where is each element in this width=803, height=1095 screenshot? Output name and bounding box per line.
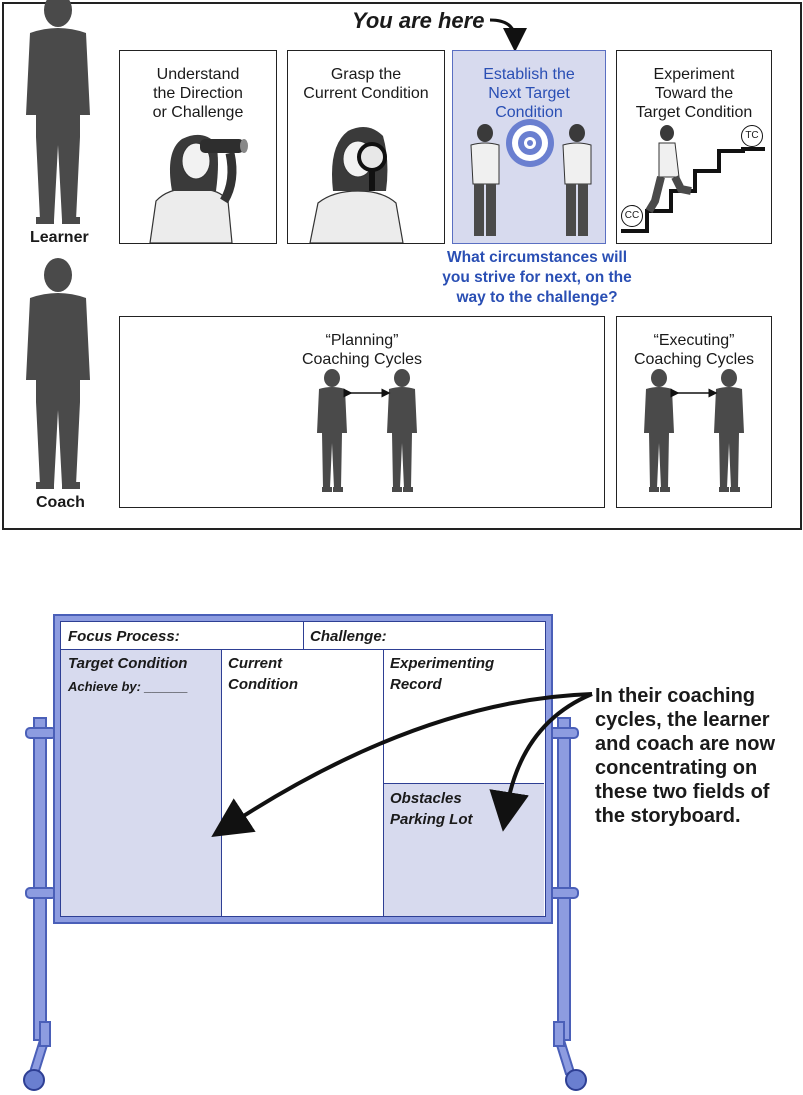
step-experiment-toward-target: Experiment Toward the Target Condition T…: [616, 50, 772, 244]
caster-wheels: [23, 1069, 587, 1091]
target-condition-label: Target Condition: [68, 655, 188, 672]
coach-label: Coach: [36, 494, 85, 511]
target-question: What circumstances will you strive for n…: [442, 249, 632, 306]
storyboard: Focus Process: Challenge: Target Conditi…: [60, 621, 546, 917]
planning-pair-icon: [317, 369, 417, 492]
challenge-field: Challenge:: [304, 622, 544, 650]
staircase-icon: [621, 125, 765, 233]
arrow-to-target-condition: [211, 692, 593, 837]
target-icon: [506, 119, 554, 167]
binoculars-person-icon: [149, 134, 248, 243]
person-left-icon: [470, 124, 500, 236]
process-frame: [2, 2, 802, 530]
experimenting-record-label: Experimenting Record: [390, 655, 495, 693]
climbing-person-icon: [645, 125, 692, 214]
current-condition-label: Current Condition: [228, 655, 298, 693]
challenge-label: Challenge:: [310, 628, 387, 645]
step-label: Grasp the Current Condition: [303, 66, 429, 102]
focus-process-label: Focus Process:: [68, 628, 180, 645]
you-are-here-label: You are here: [352, 8, 485, 33]
current-condition-field: Current Condition: [222, 650, 384, 916]
executing-pair-icon: [644, 369, 744, 492]
you-are-here-arrow: [489, 18, 527, 52]
coaching-focus-note: In their coaching cycles, the learner an…: [595, 685, 776, 827]
executing-cycles-box: “Executing” Coaching Cycles: [616, 316, 772, 508]
executing-label: “Executing” Coaching Cycles: [633, 332, 755, 368]
step-label: Establish the Next Target Condition: [483, 66, 575, 121]
obstacles-label: Obstacles Parking Lot: [390, 790, 473, 828]
target-scene-icon: [470, 119, 592, 236]
arrow-to-obstacles: [489, 692, 593, 832]
step-establish-next-target: Establish the Next Target Condition: [452, 50, 606, 244]
step-grasp-current-condition: Grasp the Current Condition: [287, 50, 445, 244]
experimenting-record-field: Experimenting Record: [384, 650, 544, 784]
planning-cycles-box: “Planning” Coaching Cycles: [119, 316, 605, 508]
cc-badge: CC: [621, 205, 643, 227]
learner-label: Learner: [30, 229, 89, 246]
planning-label: “Planning” Coaching Cycles: [301, 332, 423, 368]
magnifier-person-icon: [309, 127, 404, 243]
step-label: Experiment Toward the Target Condition: [635, 66, 753, 121]
step-label: Understand the Direction or Challenge: [152, 66, 244, 121]
focus-process-field: Focus Process:: [61, 622, 304, 650]
tc-badge: TC: [741, 125, 763, 147]
target-condition-field: Target Condition Achieve by: ______: [61, 650, 222, 916]
person-right-icon: [562, 124, 592, 236]
achieve-by-label: Achieve by: ______: [68, 679, 188, 694]
step-understand-direction: Understand the Direction or Challenge: [119, 50, 277, 244]
